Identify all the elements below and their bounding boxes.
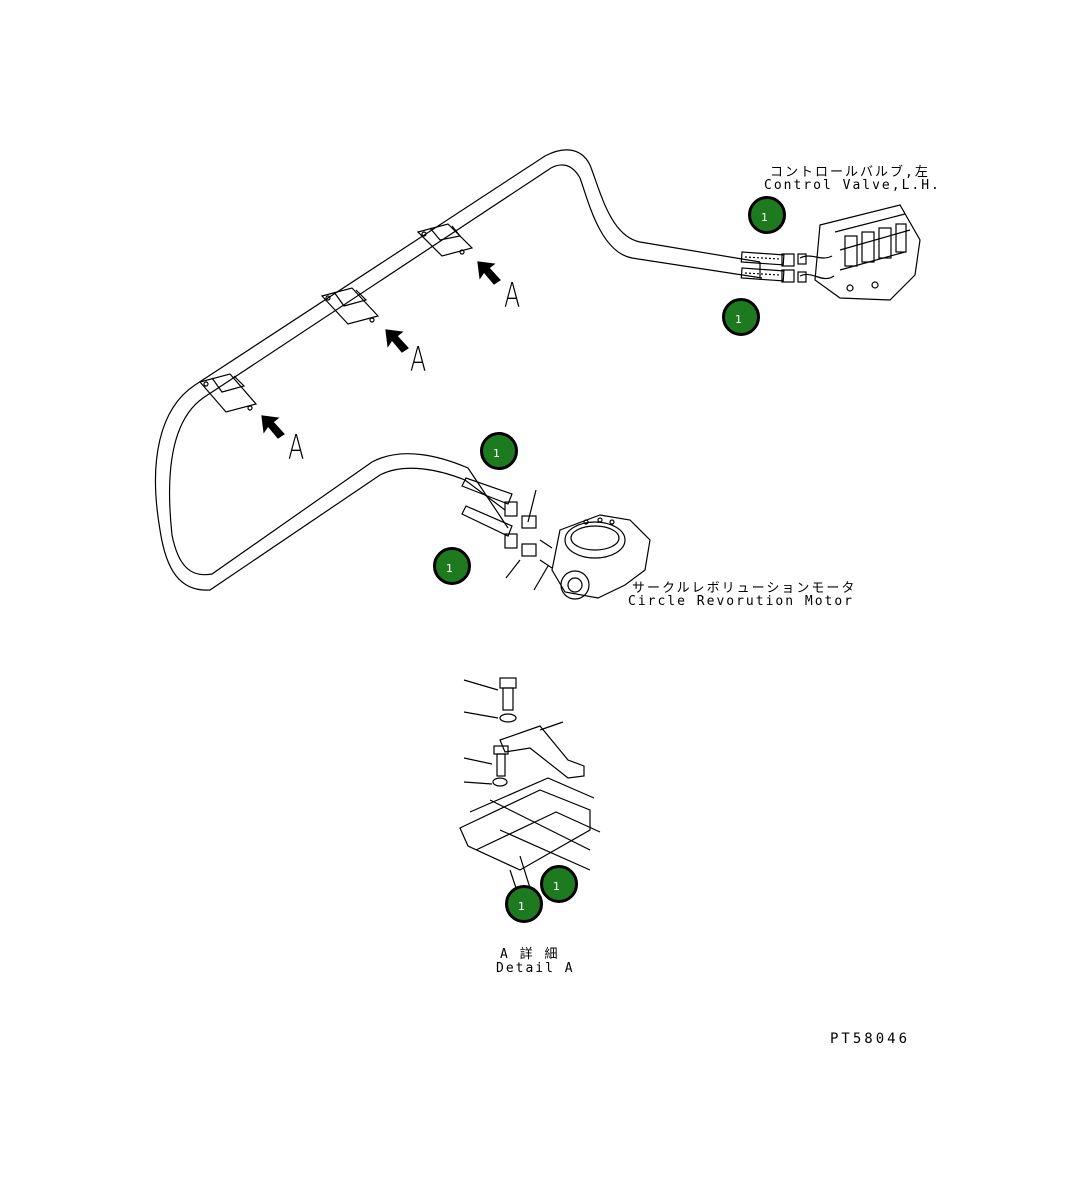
clamp-bottom xyxy=(198,373,258,413)
callout-1-detail-left: 1 xyxy=(505,885,543,923)
clamp-middle xyxy=(320,287,380,325)
callout-1-valve-lower: 1 xyxy=(722,298,760,336)
callout-1-motor-upper: 1 xyxy=(480,432,518,470)
callout-1-detail-right: 1 xyxy=(540,865,578,903)
view-arrows xyxy=(261,261,501,439)
motor-label-jp: サークルレボリューションモータ xyxy=(632,581,857,596)
detail-a-caption-en: Detail A xyxy=(496,961,575,976)
control-valve-label-en: Control Valve,L.H. xyxy=(764,178,941,193)
control-valve-label-jp: コントロールバルブ,左 xyxy=(770,165,930,180)
callout-1-valve-upper: 1 xyxy=(748,196,786,234)
callout-1-motor-lower: 1 xyxy=(433,547,471,585)
view-marker-a-top: A xyxy=(504,276,521,316)
detail-a xyxy=(459,677,601,901)
view-marker-a-middle: A xyxy=(410,340,427,380)
motor-label-en: Circle Revorution Motor xyxy=(628,594,855,609)
figure-id: PT58046 xyxy=(830,1031,911,1047)
control-valve xyxy=(797,204,921,301)
detail-a-caption-jp: A 詳 細 xyxy=(500,947,560,962)
hose-fittings-motor xyxy=(461,477,537,579)
hose-fittings-valve xyxy=(740,251,795,283)
clamp-top xyxy=(416,223,474,257)
view-marker-a-bottom: A xyxy=(288,428,305,468)
hose-loop xyxy=(154,149,763,591)
circle-motor xyxy=(533,514,651,600)
